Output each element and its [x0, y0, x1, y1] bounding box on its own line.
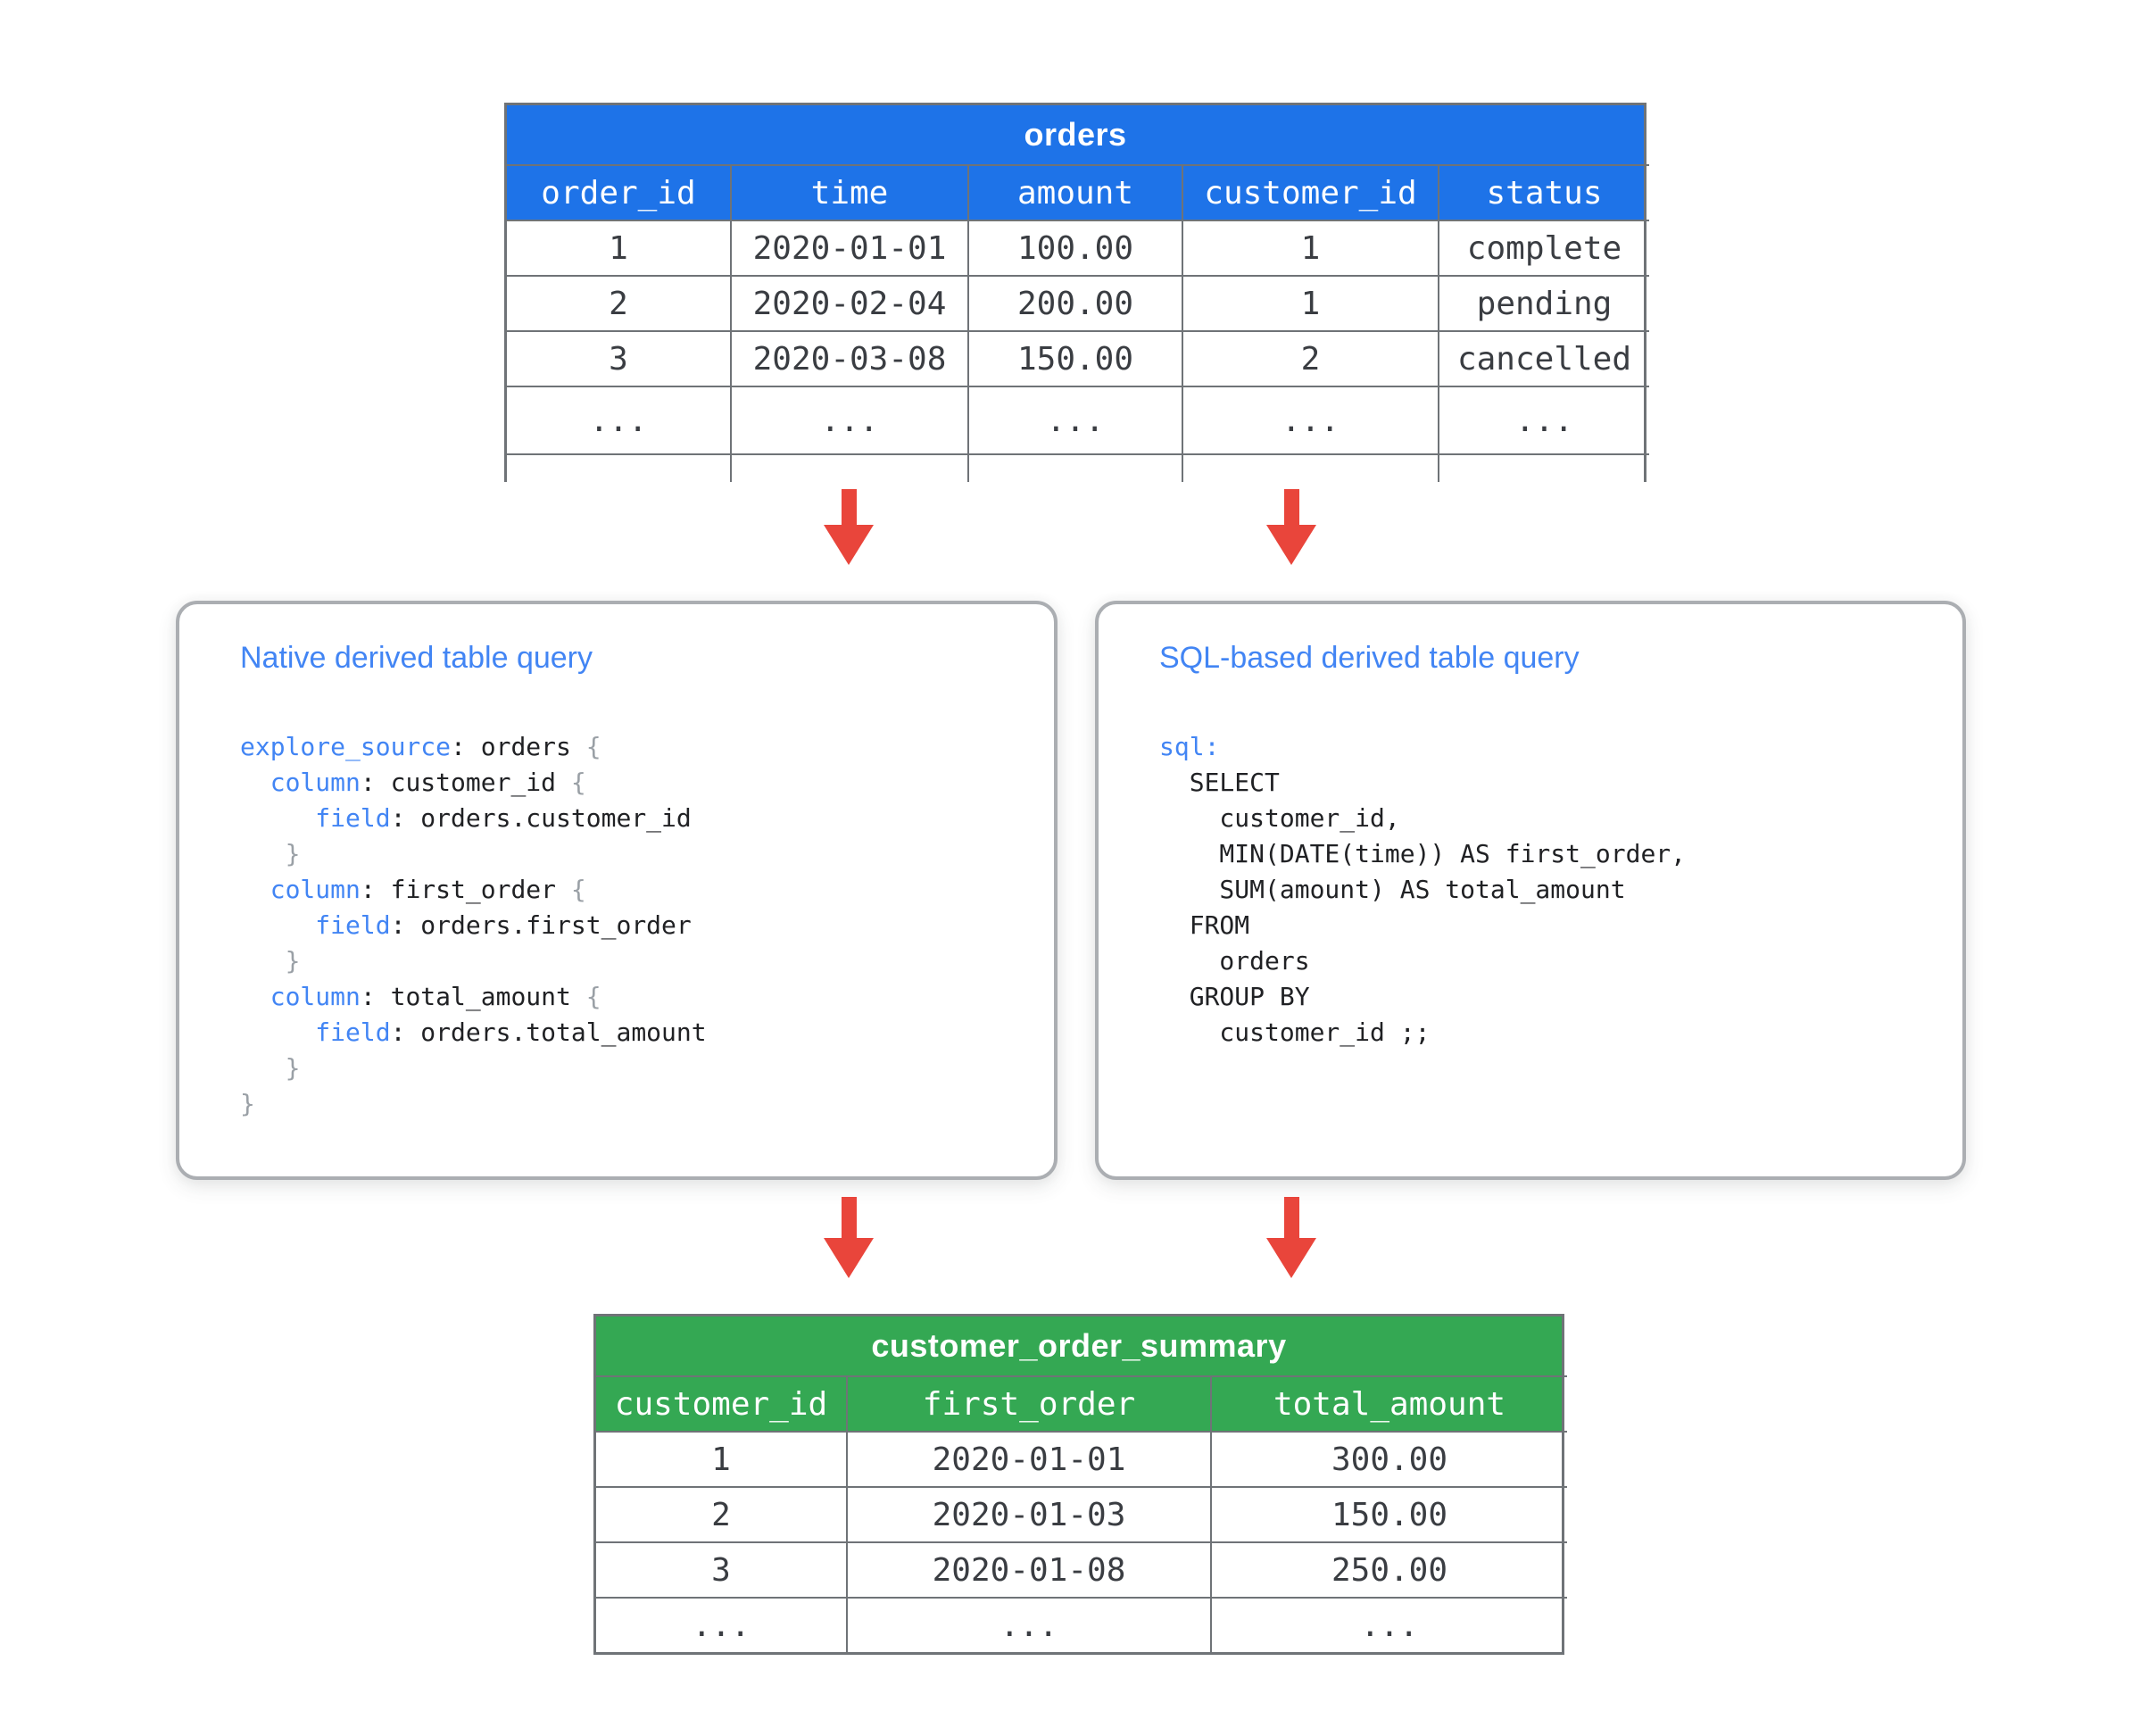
summary-col-customer-id: customer_id [596, 1375, 846, 1431]
table-row: 1 2020-01-01 100.00 1 complete [507, 220, 1649, 275]
orders-cell: complete [1438, 220, 1649, 275]
arrow-down-icon [1266, 1197, 1316, 1278]
orders-cell: pending [1438, 275, 1649, 330]
summary-cell: ... [1210, 1597, 1567, 1652]
summary-cell: 3 [596, 1541, 846, 1597]
orders-cell: 100.00 [967, 220, 1182, 275]
orders-cell: 3 [507, 330, 730, 386]
native-derived-table-box: Native derived table query explore_sourc… [176, 601, 1058, 1180]
orders-col-customer-id: customer_id [1182, 164, 1438, 220]
summary-col-total-amount: total_amount [1210, 1375, 1567, 1431]
table-row-ellipsis: ... ... ... [596, 1597, 1567, 1652]
native-box-code: explore_source: orders { column: custome… [240, 732, 707, 1118]
table-row: 1 2020-01-01 300.00 [596, 1431, 1567, 1486]
summary-cell: 2 [596, 1486, 846, 1541]
summary-cell: 250.00 [1210, 1541, 1567, 1597]
summary-table-header-row: customer_id first_order total_amount [596, 1375, 1567, 1431]
arrow-down-icon [1266, 489, 1316, 565]
orders-col-amount: amount [967, 164, 1182, 220]
summary-cell: ... [846, 1597, 1210, 1652]
summary-cell: 2020-01-01 [846, 1431, 1210, 1486]
orders-col-time: time [730, 164, 967, 220]
orders-cell: ... [967, 386, 1182, 453]
summary-cell: ... [596, 1597, 846, 1652]
table-row: 2 2020-02-04 200.00 1 pending [507, 275, 1649, 330]
orders-table-header-row: order_id time amount customer_id status [507, 164, 1649, 220]
native-box-title: Native derived table query [240, 641, 593, 675]
summary-col-first-order: first_order [846, 1375, 1210, 1431]
orders-cell: 2 [1182, 330, 1438, 386]
orders-cell: 1 [1182, 275, 1438, 330]
sql-box-code: sql: SELECT customer_id, MIN(DATE(time))… [1159, 732, 1687, 1047]
orders-cell: 150.00 [967, 330, 1182, 386]
arrow-down-icon [824, 489, 874, 565]
orders-cell: ... [730, 386, 967, 453]
orders-cell: 1 [1182, 220, 1438, 275]
orders-col-status: status [1438, 164, 1649, 220]
orders-table-title: orders [507, 105, 1644, 164]
table-row: 3 2020-01-08 250.00 [596, 1541, 1567, 1597]
orders-cell: ... [507, 386, 730, 453]
summary-cell: 2020-01-03 [846, 1486, 1210, 1541]
orders-cell: 200.00 [967, 275, 1182, 330]
orders-cell: cancelled [1438, 330, 1649, 386]
table-row: 2 2020-01-03 150.00 [596, 1486, 1567, 1541]
sql-box-title: SQL-based derived table query [1159, 641, 1580, 675]
orders-cell: ... [1182, 386, 1438, 453]
orders-col-order-id: order_id [507, 164, 730, 220]
table-row-cropped [507, 453, 1649, 482]
orders-cell: 2020-03-08 [730, 330, 967, 386]
arrow-down-icon [824, 1197, 874, 1278]
sql-derived-table-box: SQL-based derived table query sql: SELEC… [1095, 601, 1966, 1180]
orders-cell: 2 [507, 275, 730, 330]
table-row-ellipsis: ... ... ... ... ... [507, 386, 1649, 453]
orders-cell: 1 [507, 220, 730, 275]
summary-cell: 150.00 [1210, 1486, 1567, 1541]
orders-cell: ... [1438, 386, 1649, 453]
orders-cell: 2020-02-04 [730, 275, 967, 330]
summary-cell: 300.00 [1210, 1431, 1567, 1486]
summary-table-title: customer_order_summary [596, 1317, 1562, 1375]
orders-cell: 2020-01-01 [730, 220, 967, 275]
table-row: 3 2020-03-08 150.00 2 cancelled [507, 330, 1649, 386]
summary-cell: 2020-01-08 [846, 1541, 1210, 1597]
customer-order-summary-table: customer_order_summary customer_id first… [593, 1314, 1567, 1655]
orders-table: orders order_id time amount customer_id … [504, 103, 1649, 482]
summary-cell: 1 [596, 1431, 846, 1486]
